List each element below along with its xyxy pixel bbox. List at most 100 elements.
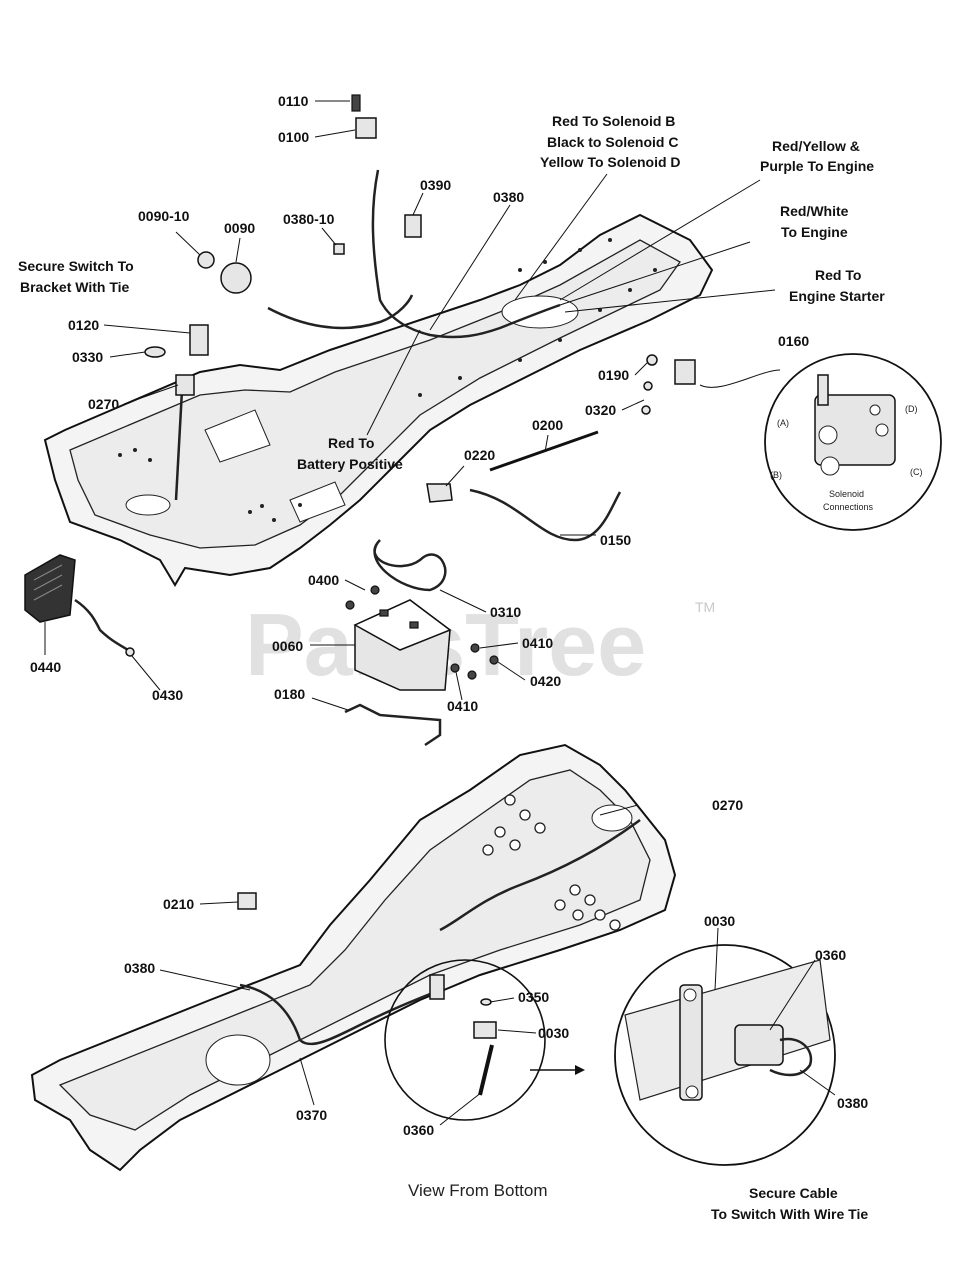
- bottom-parts: [237, 892, 497, 1096]
- label-0380-detail: 0380: [837, 1095, 868, 1111]
- detail-frame-section: [624, 959, 831, 1101]
- solenoid-detail: (A) (B) (C) (D) Solenoid Connections: [699, 353, 942, 531]
- detail-arrow-head: [575, 1065, 585, 1075]
- detail-cable: [769, 1037, 813, 1077]
- label-0110: 0110: [278, 93, 309, 109]
- strap-0310: [373, 539, 447, 592]
- solenoid-label-a: (A): [777, 418, 789, 428]
- note-cable-b: To Switch With Wire Tie: [711, 1206, 868, 1222]
- note-engine-1b: Purple To Engine: [760, 158, 874, 174]
- label-0330: 0330: [72, 349, 103, 365]
- detail-bolt-bottom: [685, 1085, 699, 1099]
- detail-bolt-top: [683, 988, 697, 1002]
- watermark-tm: TM: [695, 599, 715, 615]
- top-leaders: [44, 100, 776, 711]
- label-0100: 0100: [278, 129, 309, 145]
- holddown-0180: [344, 703, 442, 747]
- note-engine-2a: Red/White: [780, 203, 849, 219]
- solenoid-label-b: (B): [770, 470, 782, 480]
- relay-0390: [404, 214, 422, 238]
- washer-0320a: [643, 381, 653, 391]
- label-0030-detail: 0030: [704, 913, 735, 929]
- label-0220: 0220: [464, 447, 495, 463]
- note-switch-a: Secure Switch To: [18, 258, 134, 274]
- label-0380-10: 0380-10: [283, 211, 335, 227]
- label-0210: 0210: [163, 896, 194, 912]
- solenoid-terminal-a: [818, 425, 838, 445]
- note-battery-b: Battery Positive: [297, 456, 403, 472]
- label-0440: 0440: [30, 659, 61, 675]
- label-0320: 0320: [585, 402, 616, 418]
- label-0120: 0120: [68, 317, 99, 333]
- note-solenoid-d: Yellow To Solenoid D: [540, 154, 681, 170]
- tie-0330: [144, 346, 166, 358]
- frame-perforations: [118, 238, 657, 522]
- frame-bottom-opening-front: [591, 804, 633, 832]
- solenoid-caption-2: Connections: [823, 502, 874, 512]
- cable-0150: [469, 488, 622, 542]
- dash-panel-0440: [24, 554, 76, 623]
- main-harness-wire: [371, 169, 561, 339]
- connector-0430: [125, 647, 135, 657]
- harness-0380-bottom: [239, 983, 436, 1046]
- nut-0190: [646, 354, 658, 366]
- nut-0410a: [470, 643, 480, 653]
- frame-opening-left: [204, 409, 271, 463]
- fuse-holder-0100: [355, 117, 377, 139]
- label-0200: 0200: [532, 417, 563, 433]
- solenoid-terminal-d: [869, 404, 881, 416]
- label-0380-bottom: 0380: [124, 960, 155, 976]
- note-engine-1a: Red/Yellow &: [772, 138, 860, 154]
- switch-bottom: [429, 974, 445, 1000]
- cable-0200: [489, 430, 599, 472]
- label-0370: 0370: [296, 1107, 327, 1123]
- frame-bottom-opening-rear: [205, 1034, 271, 1086]
- wire-0430: [74, 598, 129, 652]
- note-switch-b: Bracket With Tie: [20, 279, 130, 295]
- solenoid-caption-1: Solenoid: [829, 489, 864, 499]
- note-engine-2b: To Engine: [781, 224, 848, 240]
- label-0270-top: 0270: [88, 396, 119, 412]
- label-0090-10: 0090-10: [138, 208, 190, 224]
- label-0390: 0390: [420, 177, 451, 193]
- fuse-0110: [351, 94, 361, 112]
- bottom-view-caption: View From Bottom: [408, 1181, 548, 1200]
- note-battery-a: Red To: [328, 435, 374, 451]
- bottom-leaders: [159, 804, 836, 1126]
- frame-bottom-view: [30, 743, 677, 1172]
- connector-0270: [175, 374, 195, 396]
- harness-branch-wire: [267, 294, 414, 330]
- switch-0120: [189, 324, 209, 356]
- label-0150: 0150: [600, 532, 631, 548]
- frame-opening-center: [289, 481, 346, 523]
- clip-0350: [480, 998, 492, 1006]
- label-0030: 0030: [538, 1025, 569, 1041]
- switch-harness-wire: [174, 389, 184, 501]
- note-solenoid-c: Black to Solenoid C: [547, 134, 678, 150]
- label-0310: 0310: [490, 604, 521, 620]
- switch-0030: [473, 1021, 497, 1039]
- note-solenoid-b: Red To Solenoid B: [552, 113, 675, 129]
- label-0380-top: 0380: [493, 189, 524, 205]
- battery-0060: [353, 599, 452, 691]
- switch-detail-small-circle: [384, 959, 546, 1121]
- frame-top-view: [43, 169, 714, 587]
- switch-0210: [237, 892, 257, 910]
- label-0190: 0190: [598, 367, 629, 383]
- bolt-0400a: [370, 585, 380, 595]
- label-0360: 0360: [403, 1122, 434, 1138]
- note-cable-a: Secure Cable: [749, 1185, 838, 1201]
- label-0360-detail: 0360: [815, 947, 846, 963]
- label-0410-a: 0410: [522, 635, 553, 651]
- label-0400: 0400: [308, 572, 339, 588]
- solenoid-detail-leader: [699, 369, 781, 388]
- solenoid-0160: [674, 359, 696, 385]
- nut-0420a: [489, 655, 499, 665]
- switch-detail-large: [614, 944, 836, 1166]
- clip-0380-10: [333, 243, 345, 255]
- detail-switch-bracket: [679, 984, 703, 1101]
- label-0270-bottom: 0270: [712, 797, 743, 813]
- solenoid-terminal-c: [875, 423, 889, 437]
- solenoid-terminal-b: [820, 456, 840, 476]
